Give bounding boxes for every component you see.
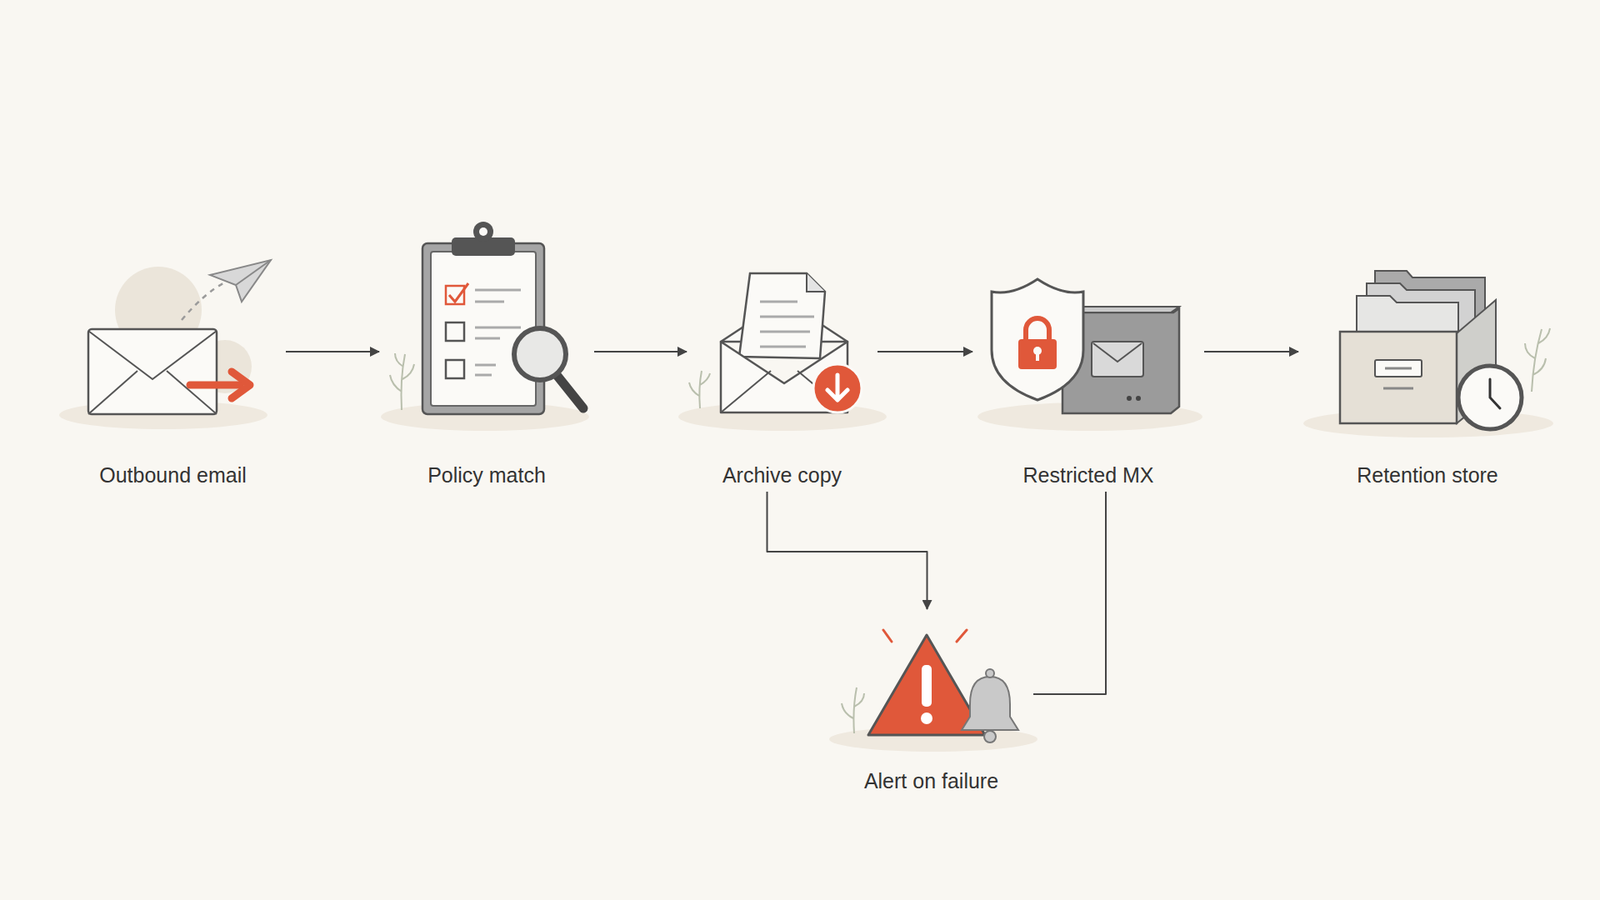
ground-shadows — [59, 400, 1554, 752]
flow-connector — [877, 350, 973, 353]
outbound-email-icon — [88, 260, 271, 415]
restricted-mx-icon — [991, 279, 1180, 414]
step-label: Alert on failure — [833, 768, 1030, 794]
flow-connector — [1033, 491, 1106, 695]
flow-connector — [594, 350, 687, 353]
step-node: Retention store — [1305, 250, 1550, 488]
retention-store-icon — [1340, 270, 1522, 430]
plant-sprigs — [390, 328, 1550, 734]
step-node: Archive copy — [693, 250, 871, 488]
step-node: Alert on failure — [833, 614, 1030, 794]
flow-connector — [767, 491, 928, 610]
step-node: Outbound email — [66, 250, 280, 488]
step-node: Policy match — [385, 216, 588, 488]
step-label: Restricted MX — [979, 462, 1198, 488]
step-node: Restricted MX — [979, 250, 1198, 488]
clipboard-icon — [422, 221, 584, 415]
flow-connector — [285, 350, 380, 353]
archive-envelope-icon — [720, 273, 862, 413]
step-label: Retention store — [1305, 462, 1550, 488]
step-label: Outbound email — [66, 462, 280, 488]
alert-icon — [868, 630, 1019, 743]
step-label: Archive copy — [693, 462, 871, 488]
step-label: Policy match — [385, 462, 588, 488]
flow-connector — [1204, 350, 1299, 353]
